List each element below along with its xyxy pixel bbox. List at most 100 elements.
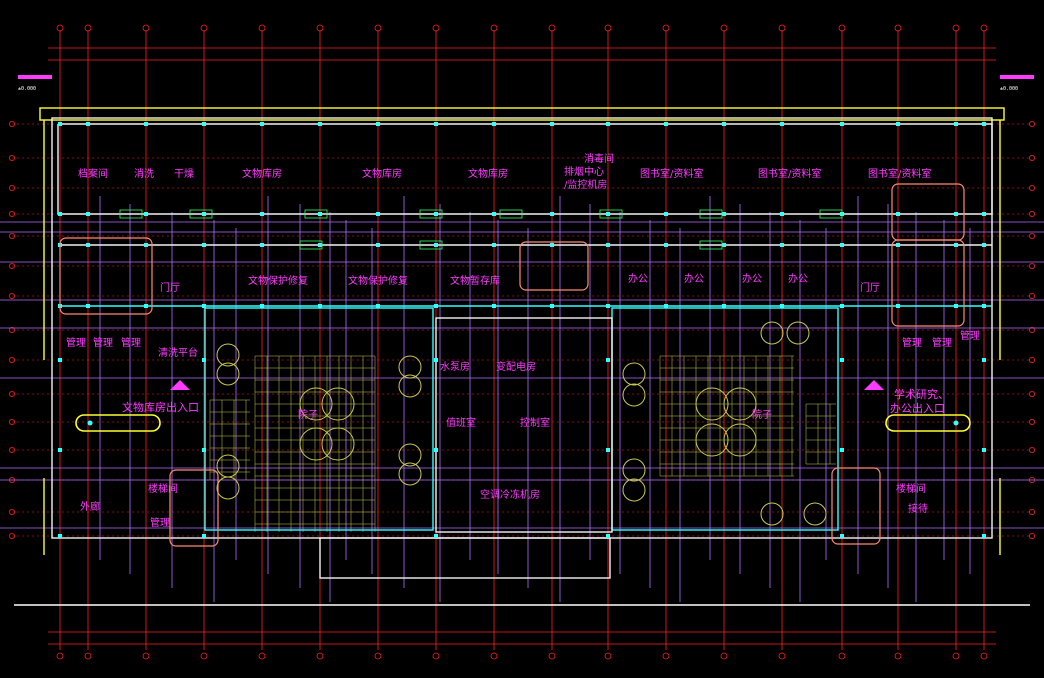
axis-bubble xyxy=(374,24,382,32)
structural-column xyxy=(606,122,610,126)
north-wing-wall xyxy=(57,123,993,215)
structural-column xyxy=(982,534,986,538)
room-label: 管理 xyxy=(121,336,141,349)
east-entrance-dot xyxy=(953,420,959,426)
courtyard-paving-layer xyxy=(209,355,836,532)
structural-column xyxy=(434,304,438,308)
structural-column xyxy=(550,243,554,247)
structural-column xyxy=(492,212,496,216)
structural-column xyxy=(58,448,62,452)
structural-column xyxy=(606,358,610,362)
elevation-left: ±0.000 xyxy=(18,86,36,92)
structural-column xyxy=(550,212,554,216)
axis-bubble xyxy=(8,292,15,299)
axis-bubble xyxy=(316,24,324,32)
axis-bubble xyxy=(720,24,728,32)
structural-column xyxy=(954,243,958,247)
courtyard-trees xyxy=(216,321,827,526)
room-label: 楼梯间 xyxy=(148,482,178,495)
axis-bubble xyxy=(980,652,988,660)
room-label: 图书室/资料室 xyxy=(868,167,931,180)
structural-column xyxy=(954,122,958,126)
structural-column xyxy=(606,448,610,452)
room-label: 管理 xyxy=(66,336,86,349)
axis-bubble xyxy=(1029,184,1036,191)
structural-column xyxy=(376,243,380,247)
axis-bubble xyxy=(490,24,498,32)
structural-column xyxy=(58,122,62,126)
west-entrance-dot xyxy=(87,420,93,426)
room-label: 管理 xyxy=(960,329,980,342)
axis-bubble xyxy=(8,533,15,540)
axis-bubble xyxy=(8,356,15,363)
axis-bubble xyxy=(8,508,15,515)
east-entrance-label-line2: 办公出入口 xyxy=(890,401,945,415)
structural-column xyxy=(982,448,986,452)
room-label: 管理 xyxy=(902,336,922,349)
structural-column xyxy=(840,358,844,362)
structural-column xyxy=(840,448,844,452)
structural-column xyxy=(434,212,438,216)
structural-column xyxy=(58,358,62,362)
structural-column xyxy=(86,212,90,216)
axis-bubble xyxy=(894,652,902,660)
tree-circle xyxy=(216,343,240,367)
entrance-markers xyxy=(75,380,971,432)
tree-circle xyxy=(299,387,333,421)
axis-bubble xyxy=(1029,356,1036,363)
door-partition xyxy=(599,209,623,219)
axis-bubble xyxy=(838,652,846,660)
room-label: 楼梯间 xyxy=(896,482,926,495)
tree-circle xyxy=(622,383,646,407)
axis-bubble xyxy=(432,652,440,660)
door-partition xyxy=(419,209,443,219)
axis-bubble xyxy=(8,390,15,397)
structural-column xyxy=(840,534,844,538)
axis-bubble xyxy=(952,24,960,32)
structural-column xyxy=(606,304,610,308)
room-label: 消毒间 xyxy=(584,152,614,165)
structural-column xyxy=(954,212,958,216)
highlight-frames xyxy=(59,183,965,547)
structural-column xyxy=(780,304,784,308)
room-label: 管理 xyxy=(150,516,170,529)
structural-column xyxy=(550,122,554,126)
door-partition xyxy=(699,209,723,219)
structural-column xyxy=(58,212,62,216)
room-label: 外廊 xyxy=(80,500,100,513)
structural-column xyxy=(982,358,986,362)
structural-column xyxy=(202,304,206,308)
structural-column xyxy=(434,122,438,126)
structural-column xyxy=(202,243,206,247)
room-label: 院子 xyxy=(752,408,772,421)
walls-layer xyxy=(14,107,1030,606)
room-label: 排烟中心 xyxy=(564,165,604,178)
structural-column xyxy=(606,243,610,247)
room-label: 文物保护修复 xyxy=(348,274,408,287)
door-partition xyxy=(119,209,143,219)
room-label: 图书室/资料室 xyxy=(758,167,821,180)
room-label: 文物保护修复 xyxy=(248,274,308,287)
axis-bubble xyxy=(8,232,15,239)
elevation-right: ±0.000 xyxy=(1000,86,1018,92)
axis-bubble xyxy=(980,24,988,32)
structural-column xyxy=(840,304,844,308)
structural-column xyxy=(58,534,62,538)
axis-bubble xyxy=(1029,390,1036,397)
west-entrance-label: 文物库房出入口 xyxy=(122,400,199,414)
door-partition xyxy=(304,209,328,219)
tree-circle xyxy=(216,476,240,500)
axis-bubble xyxy=(432,24,440,32)
structural-column xyxy=(896,122,900,126)
tree-circle xyxy=(723,423,757,457)
axis-bubble xyxy=(662,652,670,660)
axis-bubble xyxy=(720,652,728,660)
room-label: 文物库房 xyxy=(242,167,282,180)
elevation-bar-left xyxy=(18,75,52,79)
structural-column xyxy=(982,243,986,247)
axis-bubble xyxy=(1029,262,1036,269)
axis-bubble xyxy=(604,24,612,32)
structural-column xyxy=(86,304,90,308)
axis-bubble xyxy=(894,24,902,32)
